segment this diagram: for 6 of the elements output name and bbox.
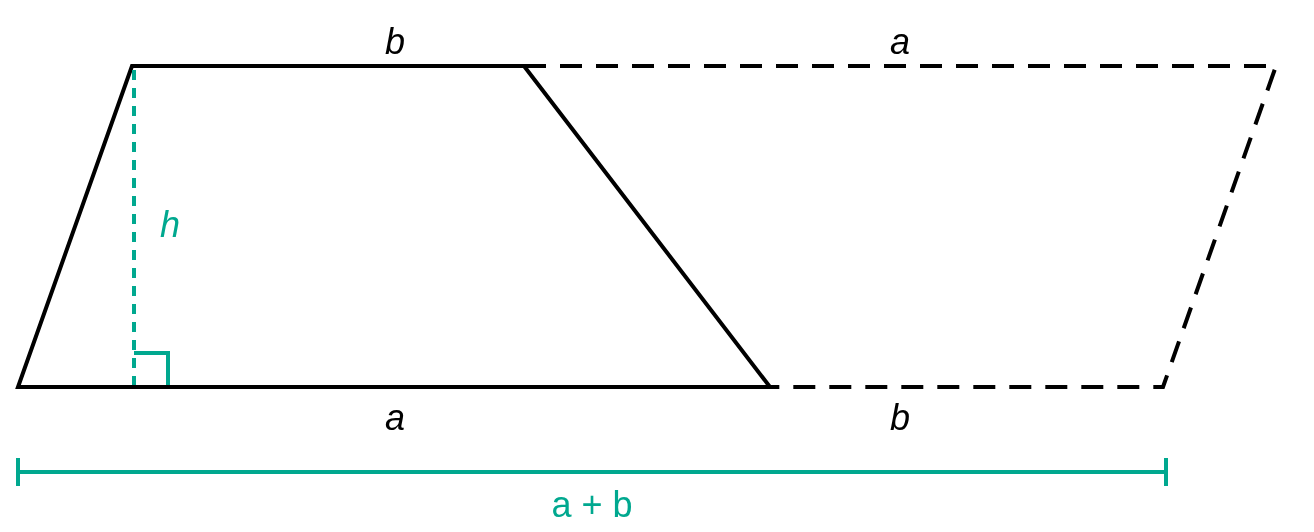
side-label: a	[890, 24, 910, 60]
side-label: a	[385, 400, 405, 436]
height-label: h	[160, 207, 180, 243]
dimension-label: a + b	[551, 487, 633, 523]
side-label: b	[890, 400, 910, 436]
side-label: b	[385, 24, 405, 60]
